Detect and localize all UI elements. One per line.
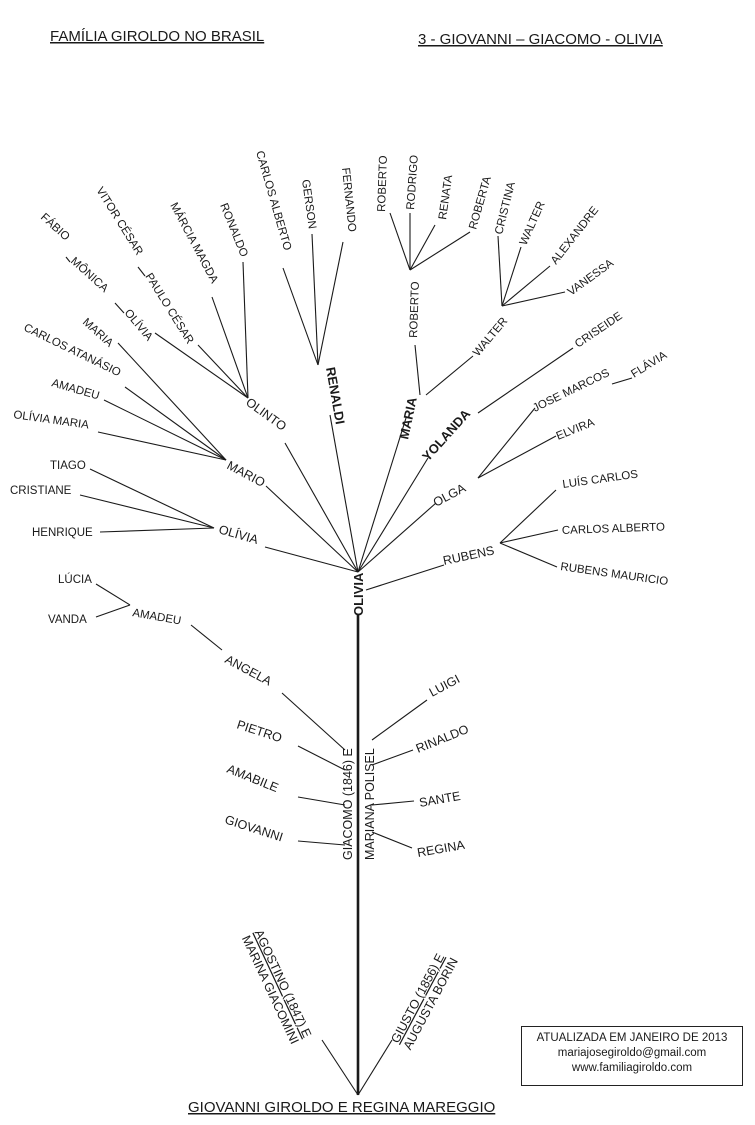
node-vanessa: VANESSA <box>566 257 617 298</box>
node-rubens-mauricio: RUBENS MAURICIO <box>560 561 669 588</box>
website-link[interactable]: www.familiagiroldo.com <box>571 1062 693 1074</box>
node-rubens: RUBENS <box>442 543 496 568</box>
node-ronaldo: RONALDO <box>217 202 249 259</box>
node-carlos-alberto-a: CARLOS ALBERTO <box>253 150 293 252</box>
node-roberta: ROBERTA <box>467 175 494 231</box>
node-yolanda: YOLANDA <box>419 406 474 464</box>
node-olivia-c: OLÍVIA <box>122 307 156 344</box>
node-roberto-a: ROBERTO <box>408 281 422 338</box>
node-amadeu: AMADEU <box>131 607 182 627</box>
node-henrique: HENRIQUE <box>32 527 93 539</box>
svg-text:GIACOMO (1846) E: GIACOMO (1846) E <box>341 748 355 860</box>
node-tiago: TIAGO <box>50 460 86 472</box>
node-cristiane: CRISTIANE <box>10 485 72 497</box>
node-criseide: CRISEIDE <box>573 310 625 351</box>
node-vitor-cesar: VITOR CÉSAR <box>93 185 145 258</box>
header-subtitle: 3 - GIOVANNI – GIACOMO - OLIVIA <box>418 31 663 48</box>
node-fabio: FÁBIO <box>38 211 72 244</box>
node-amabile: AMABILE <box>225 762 280 795</box>
node-monica: MÔNICA <box>68 255 111 296</box>
node-elvira: ELVIRA <box>555 417 597 443</box>
tree-branches <box>65 212 633 1096</box>
node-lucia: LÚCIA <box>58 573 92 586</box>
node-luigi: LUIGI <box>427 672 462 700</box>
node-walter-a: WALTER <box>471 315 510 358</box>
node-gerson: GERSON <box>299 179 318 230</box>
node-roberto-b: ROBERTO <box>376 155 390 212</box>
node-sante: SANTE <box>418 789 461 810</box>
node-mario: MARIO <box>225 458 268 490</box>
node-luis-carlos: LUÍS CARLOS <box>562 467 639 491</box>
node-rinaldo: RINALDO <box>414 722 471 756</box>
node-vanda: VANDA <box>48 614 87 626</box>
header-title: FAMÍLIA GIROLDO NO BRASIL <box>50 28 264 45</box>
node-maria-a: MARIA <box>80 316 115 350</box>
giusto-couple: GIUSTO (1856) E AUGUSTA BORIN <box>388 951 461 1052</box>
info-box: ATUALIZADA EM JANEIRO DE 2013 mariajoseg… <box>521 1026 743 1086</box>
node-carlos-alberto-b: CARLOS ALBERTO <box>562 521 666 537</box>
agostino-couple: AGOSTINO (1847) E MARINA GIACOMINI <box>239 927 314 1046</box>
node-angela: ANGELA <box>223 652 275 688</box>
node-olinto: OLINTO <box>243 395 289 434</box>
node-flavia: FLÁVIA <box>629 348 670 380</box>
node-olivia-maria: OLÍVIA MARIA <box>13 408 90 432</box>
node-giovanni: GIOVANNI <box>223 813 285 845</box>
update-date: ATUALIZADA EM JANEIRO DE 2013 <box>536 1032 728 1044</box>
node-marcia-magda: MÁRCIA MAGDA <box>167 200 221 285</box>
node-regina: REGINA <box>416 838 466 860</box>
node-olga: OLGA <box>431 481 469 510</box>
giacomo-couple: GIACOMO (1846) E MARIANA POLISEL <box>341 748 377 860</box>
node-pietro: PIETRO <box>235 718 284 746</box>
node-olivia-b: OLÍVIA <box>217 521 261 547</box>
node-rodrigo: RODRIGO <box>405 155 421 211</box>
node-carlos-atanasio: CARLOS ATANÁSIO <box>22 321 123 379</box>
root-couple: GIOVANNI GIROLDO E REGINA MAREGGIO <box>188 1099 495 1116</box>
node-walter-b: WALTER <box>518 200 548 247</box>
node-amadeu-b: AMADEU <box>50 377 101 402</box>
node-alexandre: ALEXANDRE <box>549 204 602 267</box>
node-maria-b: MARIA <box>396 395 420 440</box>
node-renaldi: RENALDI <box>323 366 348 426</box>
node-fernando: FERNANDO <box>339 167 358 232</box>
node-cristina: CRISTINA <box>493 180 518 235</box>
node-jose-marcos: JOSE MARCOS <box>531 367 612 415</box>
svg-text:MARIANA POLISEL: MARIANA POLISEL <box>363 748 377 860</box>
node-olivia-main: OLIVIA <box>351 572 366 616</box>
node-renata: RENATA <box>437 174 455 220</box>
contact-email: mariajosegiroldo@gmail.com <box>557 1047 707 1059</box>
